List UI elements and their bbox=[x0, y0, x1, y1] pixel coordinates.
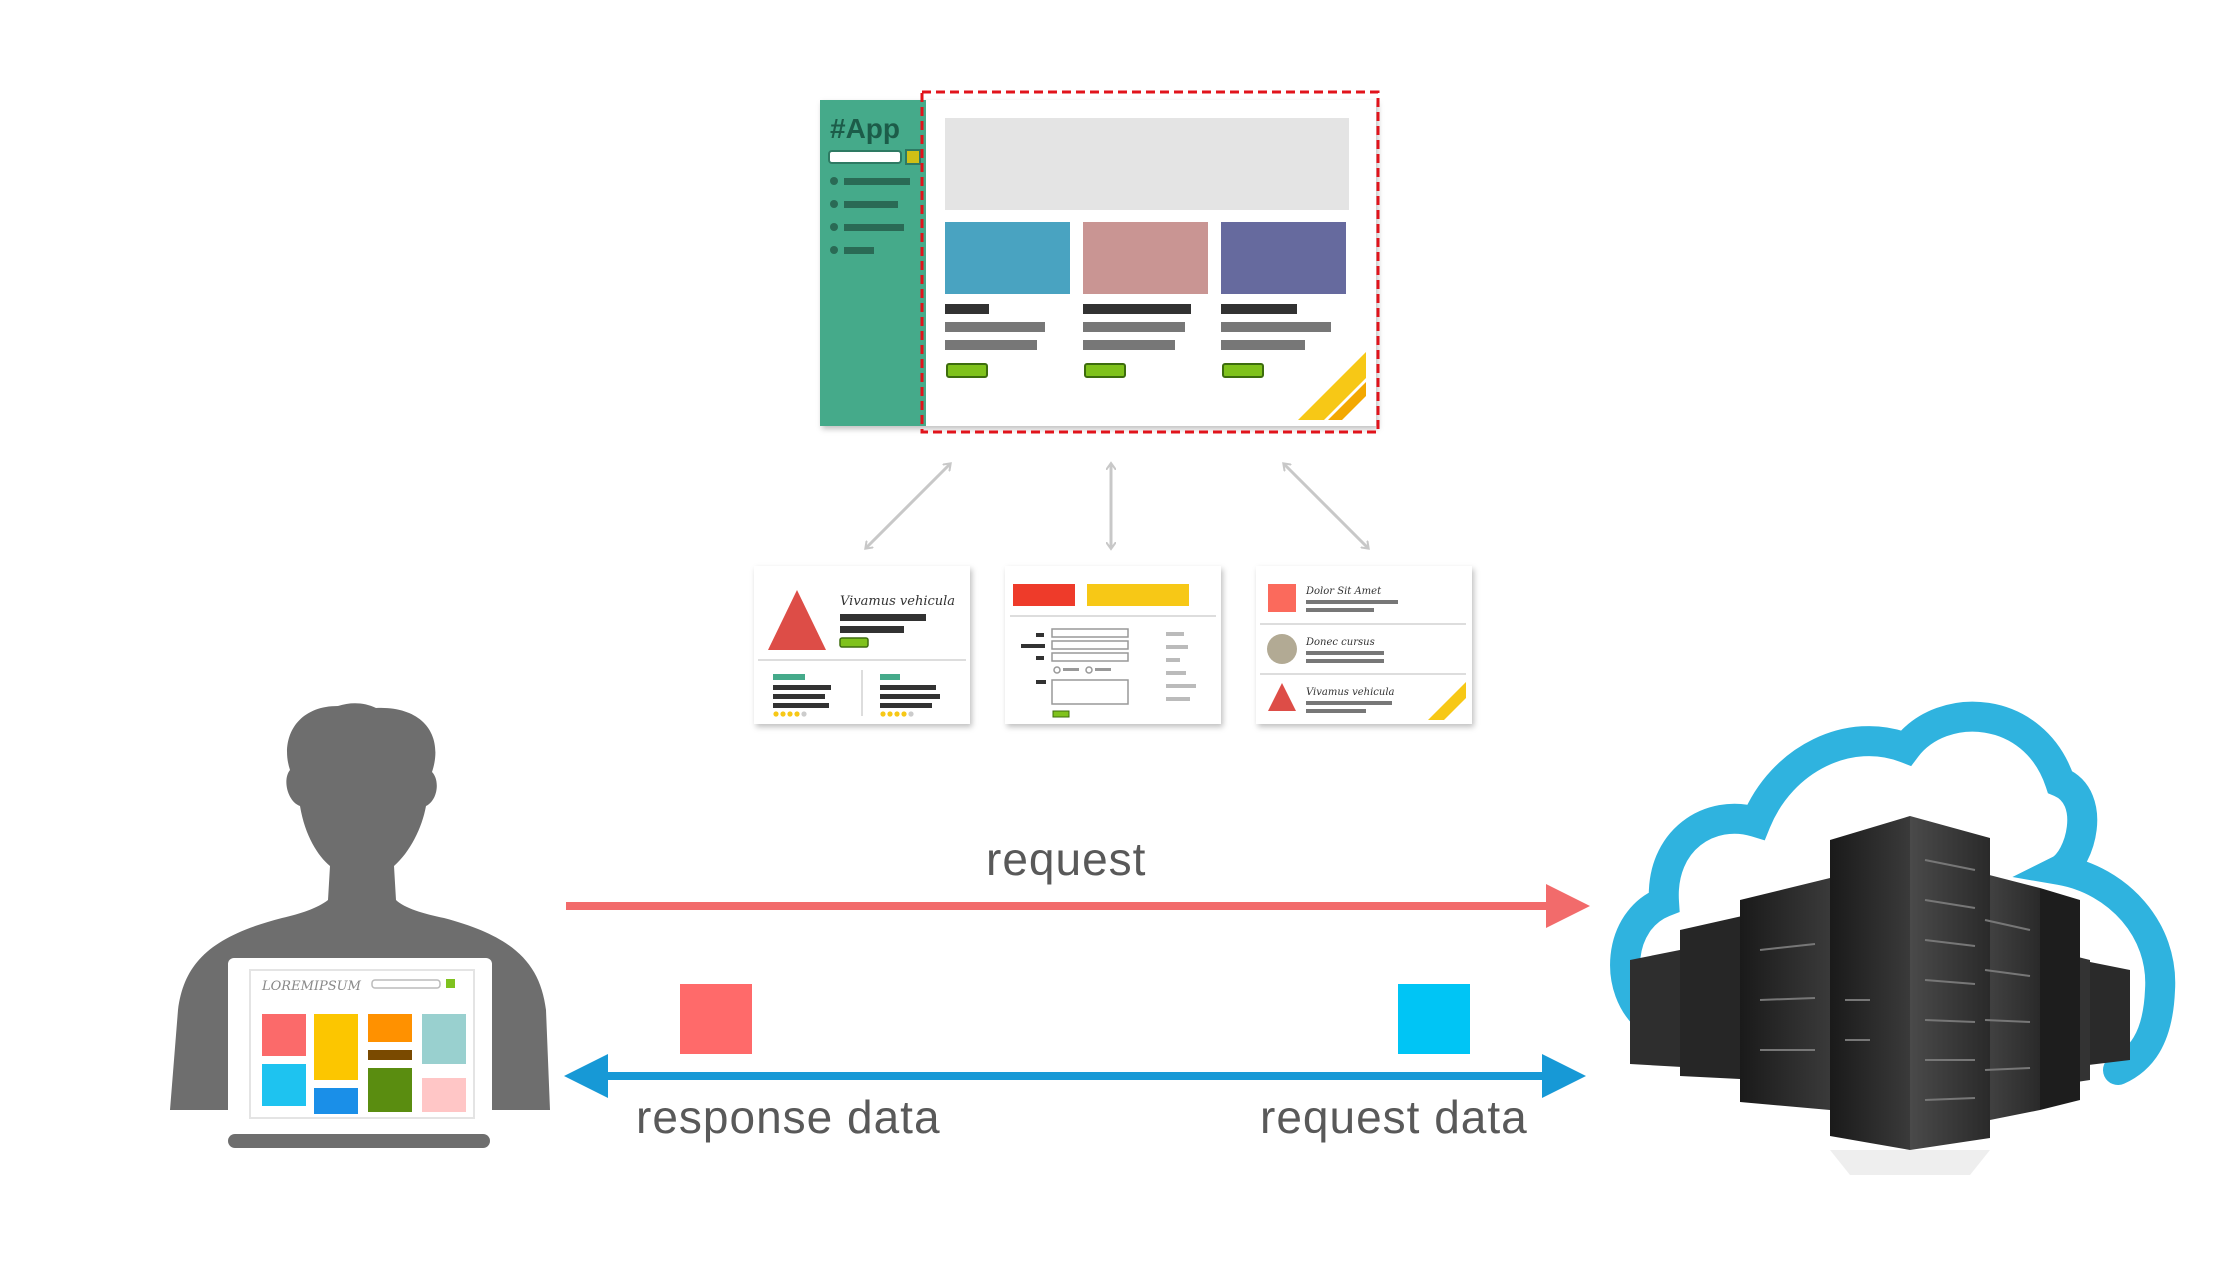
mapping-arrow-left bbox=[866, 464, 950, 548]
request-label: request bbox=[986, 833, 1147, 885]
request-data-label: request data bbox=[1260, 1091, 1528, 1143]
app-tile-pink bbox=[1083, 222, 1208, 294]
cloud-outline bbox=[1610, 701, 2176, 1085]
card1-title: Vivamus vehicula bbox=[840, 594, 955, 609]
mapping-arrows bbox=[866, 464, 1368, 548]
app-tile-button-1 bbox=[946, 363, 988, 378]
app-corner-ribbon bbox=[1298, 352, 1366, 420]
component-card-list: Dolor Sit Amet Donec cursus Vivamus vehi… bbox=[1256, 566, 1472, 724]
response-data-label: response data bbox=[636, 1091, 941, 1143]
list-item-red-square-icon bbox=[1268, 584, 1296, 612]
app-search-button bbox=[905, 149, 921, 165]
app-tile-button-2 bbox=[1084, 363, 1126, 378]
app-tile-button-3 bbox=[1222, 363, 1264, 378]
app-tile-text-lines bbox=[945, 304, 1331, 350]
request-data-square bbox=[1398, 984, 1470, 1054]
list-item-circle-icon bbox=[1267, 634, 1297, 664]
laptop-brand: LOREMIPSUM bbox=[261, 979, 362, 994]
data-exchange-arrow bbox=[564, 1054, 1586, 1098]
laptop-icon: LOREMIPSUM bbox=[228, 958, 492, 1148]
mapping-arrow-right bbox=[1284, 464, 1368, 548]
app-tile-blue bbox=[945, 222, 1070, 294]
component-card-form bbox=[1005, 566, 1221, 724]
rating-stars-icon bbox=[773, 711, 807, 717]
card3-row-1: Dolor Sit Amet bbox=[1305, 586, 1382, 597]
list-item-triangle-icon bbox=[1268, 683, 1296, 711]
app-nav-list bbox=[830, 177, 910, 254]
app-sidebar bbox=[820, 100, 926, 426]
response-data-square bbox=[680, 984, 752, 1054]
app-tile-purple bbox=[1221, 222, 1346, 294]
component-card-product: Vivamus vehicula bbox=[754, 566, 970, 724]
app-title: #App bbox=[830, 113, 900, 144]
app-mockup: #App bbox=[820, 100, 1376, 426]
request-arrow bbox=[566, 884, 1590, 928]
warning-triangle-icon bbox=[768, 590, 826, 650]
app-search-input bbox=[828, 150, 902, 164]
app-banner bbox=[945, 118, 1349, 210]
component-highlight-box bbox=[920, 90, 1380, 434]
card3-row-3: Vivamus vehicula bbox=[1306, 687, 1395, 698]
cloud-server-icon bbox=[1610, 701, 2176, 1175]
card3-row-2: Donec cursus bbox=[1305, 637, 1375, 648]
